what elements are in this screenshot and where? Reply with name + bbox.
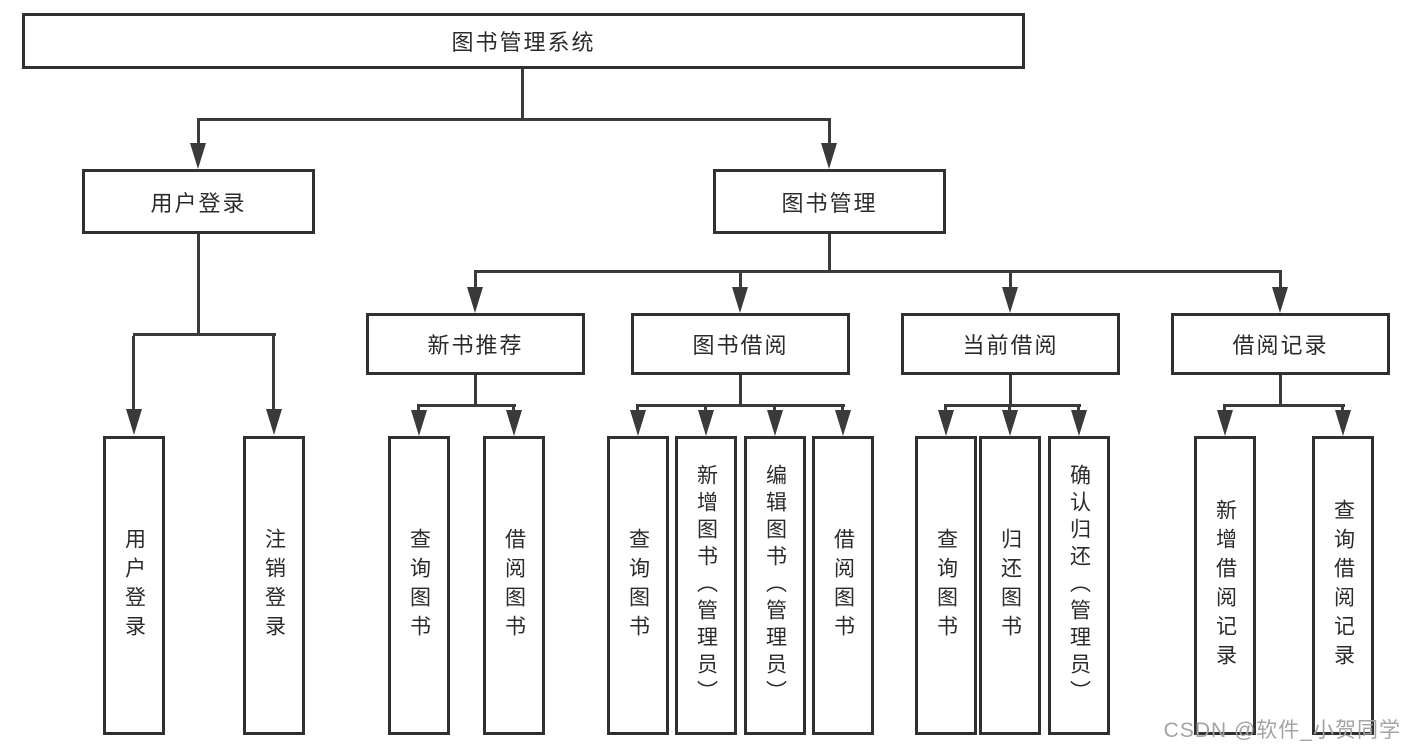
leaf-logout: 注销登录 [243,436,305,735]
node-library-system: 图书管理系统 [22,13,1025,69]
arrow-down-icon [732,287,748,313]
leaf-query-books-2: 查询图书 [607,436,669,735]
leaf-return-books: 归还图书 [979,436,1041,735]
leaf-label: 借阅图书 [502,527,526,644]
arrow-down-icon [938,410,954,436]
connector-level3-bus [474,270,1282,273]
arrow-down-icon [266,409,282,435]
connector-drop-section [1279,273,1282,290]
arrow-down-icon [698,410,714,436]
leaf-label: 归还图书 [998,527,1022,644]
leaf-edit-book-admin: 编辑图书（管理员） [744,436,806,735]
connector-leaf-bus [1223,404,1345,407]
arrow-down-icon [1335,410,1351,436]
node-label: 用户登录 [150,190,247,216]
arrow-down-icon [1272,287,1288,313]
leaf-confirm-return-admin: 确认归还（管理员） [1048,436,1110,735]
connector-book-mgmt-stem [828,234,831,272]
leaf-label: 新增借阅记录 [1213,498,1237,673]
connector-leaf-bus [417,404,516,407]
connector-drop-section [739,273,742,290]
connector-drop-user-login [197,121,200,146]
node-label: 新书推荐 [427,333,524,358]
arrow-down-icon [411,410,427,436]
arrow-down-icon [126,409,142,435]
leaf-label: 注销登录 [262,527,286,644]
leaf-user-login: 用户登录 [103,436,165,735]
arrow-down-icon [767,410,783,436]
csdn-watermark: CSDN @软件_小贺同学 [1163,719,1401,742]
node-new-book-recommend: 新书推荐 [366,313,585,375]
connector-drop-leaf [272,336,275,412]
connector-drop-leaf [132,336,135,412]
node-label: 借阅记录 [1232,333,1329,358]
leaf-label: 编辑图书（管理员） [763,464,787,707]
node-book-management: 图书管理 [713,169,946,234]
node-label: 图书管理系统 [451,30,596,55]
leaf-label: 查询借阅记录 [1331,498,1355,673]
arrow-down-icon [1071,410,1087,436]
node-current-borrowing: 当前借阅 [901,313,1120,375]
connector-section-stem [739,375,742,406]
connector-drop-section [474,273,477,290]
arrow-down-icon [190,143,206,169]
node-borrowing-records: 借阅记录 [1171,313,1390,375]
connector-section-stem [474,375,477,406]
node-label: 图书借阅 [692,333,789,358]
connector-drop-section [1009,273,1012,290]
arrow-down-icon [1217,410,1233,436]
arrow-down-icon [506,410,522,436]
node-label: 当前借阅 [962,333,1059,358]
leaf-label: 借阅图书 [831,527,855,644]
arrow-down-icon [1002,410,1018,436]
leaf-borrow-books-2: 借阅图书 [812,436,874,735]
leaf-borrow-books-1: 借阅图书 [483,436,545,735]
leaf-query-books-3: 查询图书 [915,436,977,735]
connector-level2-bus [197,118,831,121]
connector-root-stem [521,69,524,120]
arrow-down-icon [821,143,837,169]
node-book-borrowing: 图书借阅 [631,313,850,375]
connector-leaf-bus [636,404,845,407]
arrow-down-icon [835,410,851,436]
node-user-login-branch: 用户登录 [82,169,315,234]
leaf-label: 查询图书 [934,527,958,644]
leaf-label: 用户登录 [122,527,146,644]
node-label: 图书管理 [781,190,878,216]
leaf-add-book-admin: 新增图书（管理员） [675,436,737,735]
leaf-add-borrow-record: 新增借阅记录 [1194,436,1256,735]
leaf-label: 查询图书 [407,527,431,644]
leaf-label: 确认归还（管理员） [1067,464,1091,707]
connector-user-login-bus [133,333,276,336]
arrow-down-icon [467,287,483,313]
leaf-label: 新增图书（管理员） [694,464,718,707]
connector-drop-book-mgmt [828,121,831,146]
leaf-query-borrow-record: 查询借阅记录 [1312,436,1374,735]
connector-section-stem [1279,375,1282,406]
connector-leaf-bus [944,404,1081,407]
connector-section-stem [1009,375,1012,406]
leaf-label: 查询图书 [626,527,650,644]
arrow-down-icon [1002,287,1018,313]
connector-user-login-stem [197,234,200,335]
arrow-down-icon [630,410,646,436]
leaf-query-books-1: 查询图书 [388,436,450,735]
